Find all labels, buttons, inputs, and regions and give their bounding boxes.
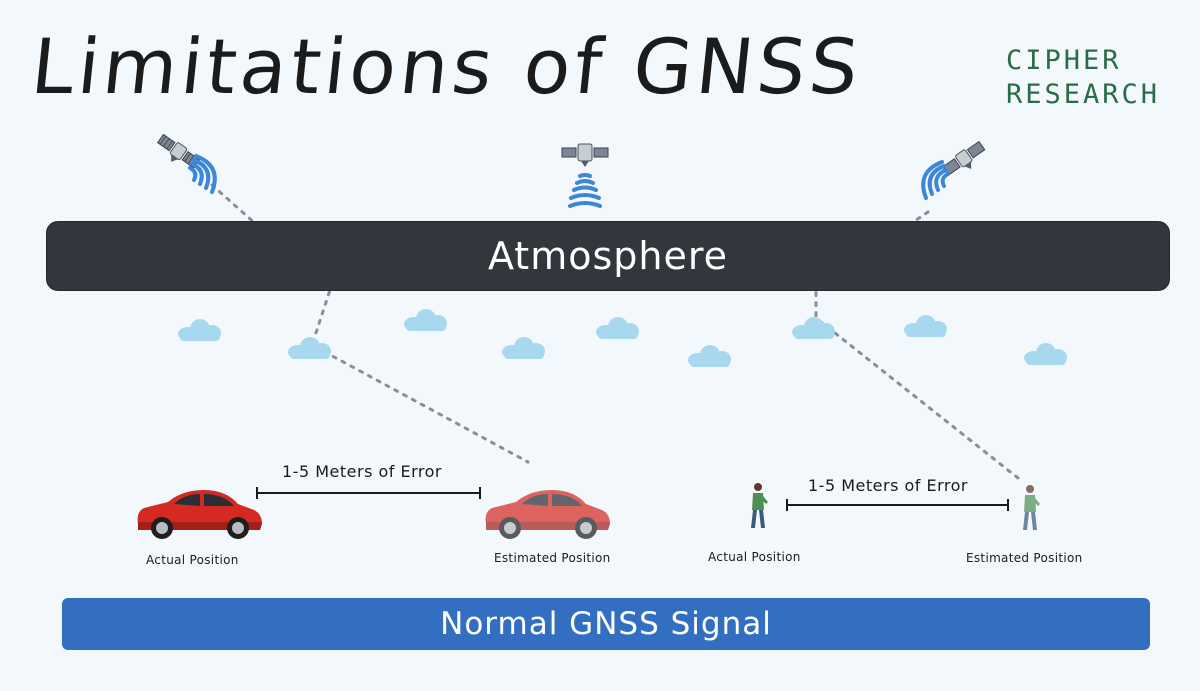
car-error-label: 1-5 Meters of Error [282,462,442,481]
pedestrian-icon [1023,485,1040,530]
pedestrian-error-label: 1-5 Meters of Error [808,476,968,495]
cloud-icon [1024,343,1067,365]
brand-logo: CIPHER RESEARCH [1006,44,1160,112]
car-estimated-label: Estimated Position [494,551,611,565]
pedestrian-error-bracket [786,499,1009,511]
satellite-icon [156,133,217,194]
cloud-icon [688,345,731,367]
satellite-icon [561,143,609,208]
satellite-icon [921,140,986,200]
cloud-icon [904,315,947,337]
cloud-icon [792,317,835,339]
cloud-icon [596,317,639,339]
car-icon [137,490,262,539]
cloud-icon [404,309,447,331]
pedestrian-actual-label: Actual Position [708,550,801,564]
car-error-bracket [256,487,481,499]
cloud-icon [178,319,221,341]
pedestrian-estimated-label: Estimated Position [966,551,1083,565]
brand-line-1: CIPHER [1006,45,1122,76]
car-icon [485,490,610,539]
cloud-icon [288,337,331,359]
normal-signal-bar: Normal GNSS Signal [62,598,1150,650]
brand-line-2: RESEARCH [1006,79,1161,110]
car-actual-label: Actual Position [146,553,239,567]
cloud-icon [502,337,545,359]
atmosphere-bar: Atmosphere [46,221,1170,291]
pedestrian-icon [751,483,768,528]
signal-path-right [814,210,1020,480]
